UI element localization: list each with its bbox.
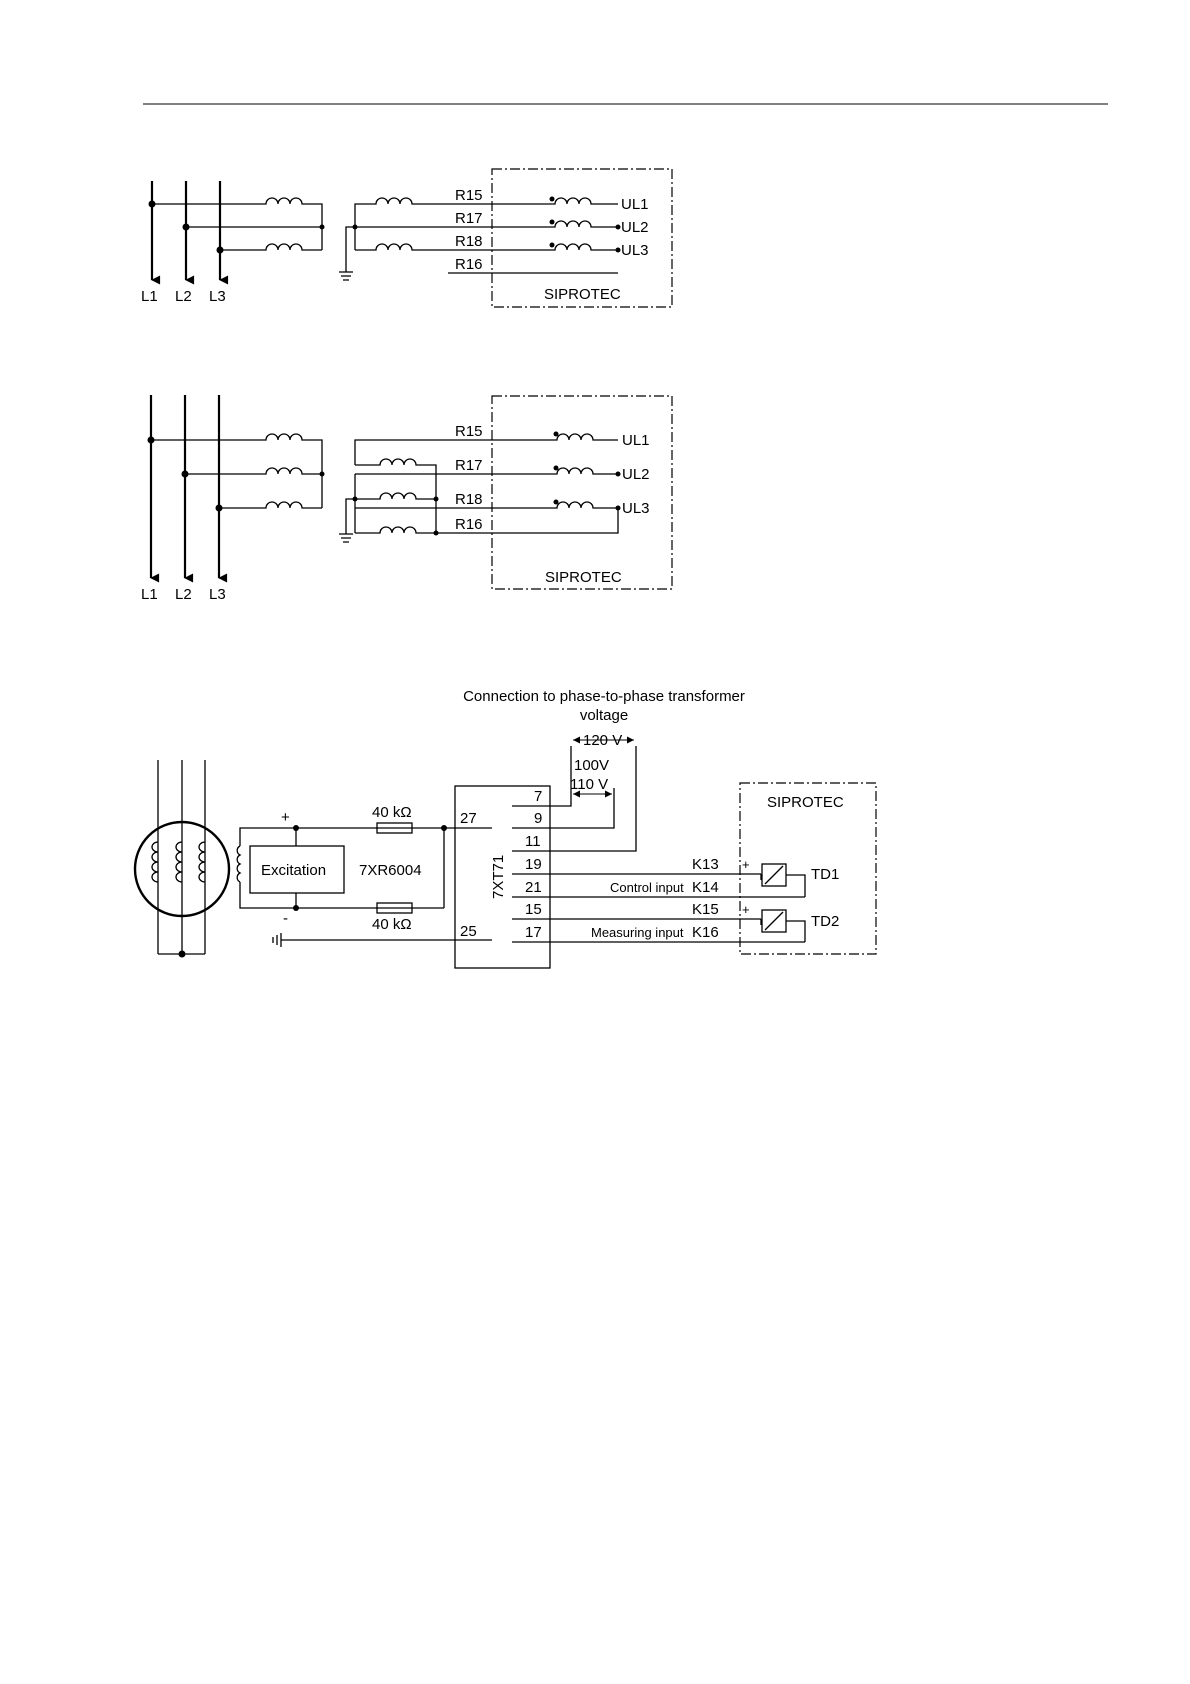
phase-label: L2 bbox=[175, 288, 192, 305]
caption-line-2: voltage bbox=[580, 707, 628, 724]
td-label: TD1 bbox=[811, 866, 839, 883]
output-label: UL2 bbox=[621, 219, 649, 236]
device-label: SIPROTEC bbox=[544, 286, 621, 303]
caption-line-1: Connection to phase-to-phase transformer bbox=[463, 688, 745, 705]
terminal-label: 9 bbox=[534, 810, 542, 827]
k-terminal-label: K15 bbox=[692, 901, 719, 918]
resistor-label: R17 bbox=[455, 210, 483, 227]
module-label: 7XT71 bbox=[490, 855, 507, 899]
k-terminal-label: K14 bbox=[692, 879, 719, 896]
terminal-label: 27 bbox=[460, 810, 477, 827]
polarity-plus: + bbox=[281, 809, 290, 826]
excitation-label: Excitation bbox=[261, 862, 326, 879]
device-label: SIPROTEC bbox=[545, 569, 622, 586]
voltage-100: 100V bbox=[574, 757, 609, 774]
resistor-label: R15 bbox=[455, 423, 483, 440]
terminal-label: 11 bbox=[525, 833, 541, 850]
terminal-label: 21 bbox=[525, 879, 542, 896]
diagram-3: Connection to phase-to-phase transformer… bbox=[135, 688, 876, 968]
diagram-2: L1 L2 L3 R15 R17 R18 R16 UL1 UL2 UL3 SIP… bbox=[141, 395, 672, 603]
k-terminal-label: K13 bbox=[692, 856, 719, 873]
phase-label: L2 bbox=[175, 586, 192, 603]
phase-label: L3 bbox=[209, 288, 226, 305]
terminal-label: 17 bbox=[525, 924, 542, 941]
plus-mark: + bbox=[742, 902, 750, 917]
voltage-120: 120 V bbox=[583, 732, 622, 749]
resistor-label: R18 bbox=[455, 233, 483, 250]
resistor-label: R18 bbox=[455, 491, 483, 508]
output-label: UL1 bbox=[621, 196, 649, 213]
control-input-label: Control input bbox=[610, 880, 684, 895]
generator-symbol bbox=[135, 760, 240, 958]
k-terminal-label: K16 bbox=[692, 924, 719, 941]
terminal-label: 7 bbox=[534, 788, 542, 805]
resistor-label: R15 bbox=[455, 187, 483, 204]
output-label: UL1 bbox=[622, 432, 650, 449]
measuring-input-label: Measuring input bbox=[591, 925, 684, 940]
td-label: TD2 bbox=[811, 913, 839, 930]
output-label: UL3 bbox=[621, 242, 649, 259]
plus-mark: + bbox=[742, 857, 750, 872]
unit-label: 7XR6004 bbox=[359, 862, 422, 879]
resistor-label: 40 kΩ bbox=[372, 804, 412, 821]
terminal-label: 25 bbox=[460, 923, 477, 940]
phase-label: L1 bbox=[141, 586, 158, 603]
resistor-label: R17 bbox=[455, 457, 483, 474]
output-label: UL2 bbox=[622, 466, 650, 483]
diagram-1: L1 L2 L3 R15 R17 R18 R16 UL1 UL2 UL3 SIP… bbox=[141, 169, 672, 307]
device-label: SIPROTEC bbox=[767, 794, 844, 811]
phase-label: L1 bbox=[141, 288, 158, 305]
resistor-label: 40 kΩ bbox=[372, 916, 412, 933]
terminal-label: 15 bbox=[525, 901, 542, 918]
resistor-label: R16 bbox=[455, 516, 483, 533]
output-label: UL3 bbox=[622, 500, 650, 517]
terminal-label: 19 bbox=[525, 856, 542, 873]
phase-label: L3 bbox=[209, 586, 226, 603]
polarity-minus: - bbox=[283, 910, 288, 927]
resistor-label: R16 bbox=[455, 256, 483, 273]
voltage-110: 110 V bbox=[570, 776, 608, 793]
